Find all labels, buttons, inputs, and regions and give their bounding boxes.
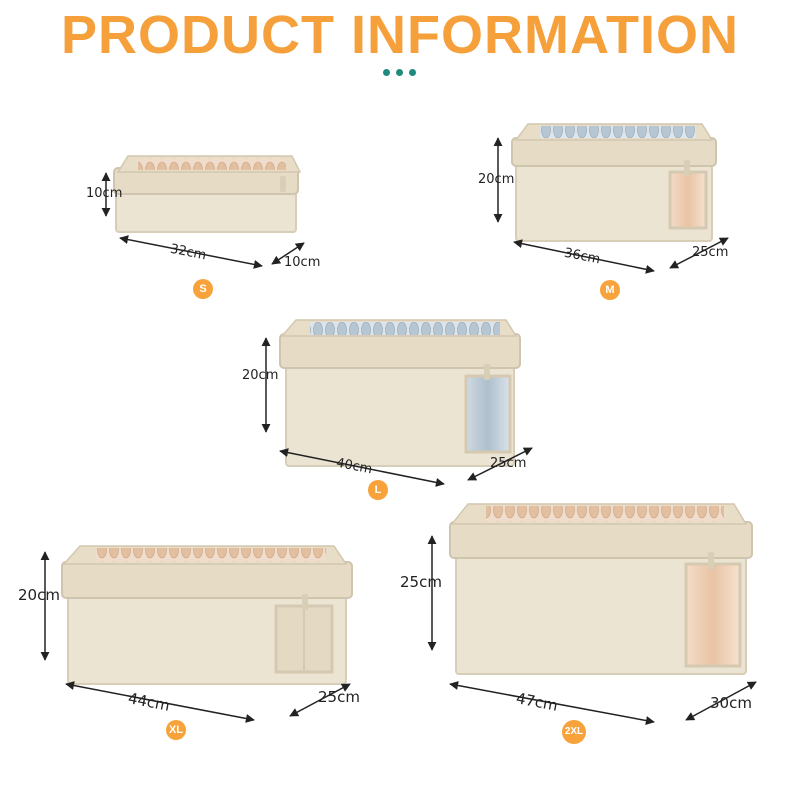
decorative-dots [383, 69, 419, 77]
size-badge: L [368, 480, 388, 500]
dot-icon [396, 69, 403, 76]
depth-label: 25cm [490, 456, 527, 471]
box-xl [61, 545, 353, 685]
depth-label: 25cm [692, 245, 729, 260]
box-l [279, 319, 521, 467]
page-title: PRODUCT INFORMATION [61, 5, 739, 65]
height-label: 20cm [242, 368, 279, 383]
dot-icon [383, 69, 390, 76]
size-badge: 2XL [562, 720, 586, 744]
height-label: 20cm [478, 172, 515, 187]
size-badge: M [600, 280, 620, 300]
box-s [113, 155, 302, 233]
depth-label: 10cm [284, 255, 321, 270]
depth-label: 30cm [710, 694, 752, 712]
dot-icon [409, 69, 416, 76]
height-label: 10cm [86, 186, 123, 201]
depth-label: 25cm [318, 688, 360, 706]
height-label: 25cm [400, 573, 442, 591]
box-m [511, 123, 717, 242]
size-badge: XL [166, 720, 186, 740]
box-2xl [449, 503, 753, 675]
size-badge: S [193, 279, 213, 299]
height-label: 20cm [18, 586, 60, 604]
